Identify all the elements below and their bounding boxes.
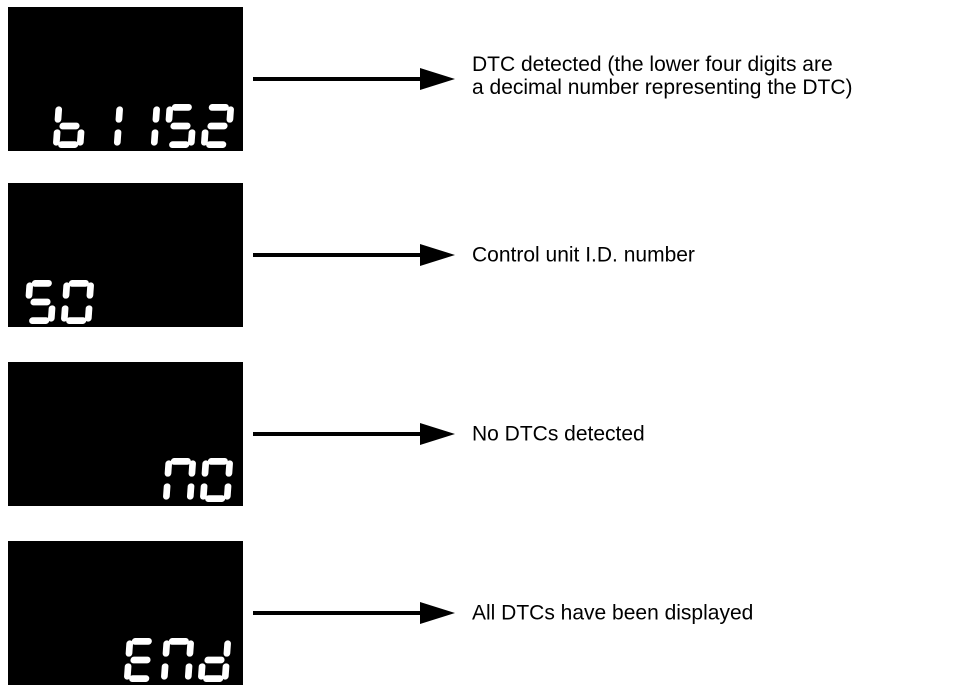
caption-line: No DTCs detected (472, 422, 645, 446)
lcd-display-control-unit-id (8, 183, 243, 327)
seven-segment-char (200, 458, 233, 502)
arrow-right-icon (253, 423, 455, 445)
seven-segment-char (25, 280, 56, 324)
seven-segment-char (201, 104, 234, 148)
caption-dtc-detected: DTC detected (the lower four digits are … (472, 53, 853, 99)
seven-segment-char (165, 104, 196, 148)
lcd-display-no-dtcs (8, 362, 243, 506)
seven-segment-char (53, 106, 85, 148)
seven-segment-char (113, 106, 123, 146)
arrow-right-icon (253, 68, 455, 90)
seven-segment-readout (122, 638, 232, 682)
caption-end: All DTCs have been displayed (472, 602, 753, 625)
legend-row-dtc-detected: DTC detected (the lower four digits are … (0, 7, 960, 151)
legend-row-control-unit-id: Control unit I.D. number (0, 183, 960, 327)
seven-segment-char (163, 458, 196, 500)
arrow-right-icon (253, 244, 455, 266)
caption-line: DTC detected (the lower four digits are (472, 53, 833, 76)
seven-segment-readout (51, 104, 235, 148)
seven-segment-char (198, 640, 231, 682)
caption-no-dtcs: No DTCs detected (472, 423, 645, 446)
caption-line: a decimal number representing the DTC) (472, 76, 853, 99)
lcd-display-end (8, 541, 243, 685)
seven-segment-readout (161, 458, 234, 502)
seven-segment-char (161, 638, 194, 680)
seven-segment-char (61, 280, 94, 324)
caption-control-unit-id: Control unit I.D. number (472, 244, 695, 267)
caption-line: Control unit I.D. number (472, 243, 695, 267)
legend-row-no-dtcs: No DTCs detected (0, 362, 960, 506)
seven-segment-char (150, 106, 160, 146)
arrow-right-icon (253, 602, 455, 624)
seven-segment-readout (22, 280, 95, 324)
legend-row-end: All DTCs have been displayed (0, 541, 960, 685)
seven-segment-char (124, 638, 152, 682)
lcd-display-dtc-code (8, 7, 243, 151)
caption-line: All DTCs have been displayed (472, 601, 754, 625)
